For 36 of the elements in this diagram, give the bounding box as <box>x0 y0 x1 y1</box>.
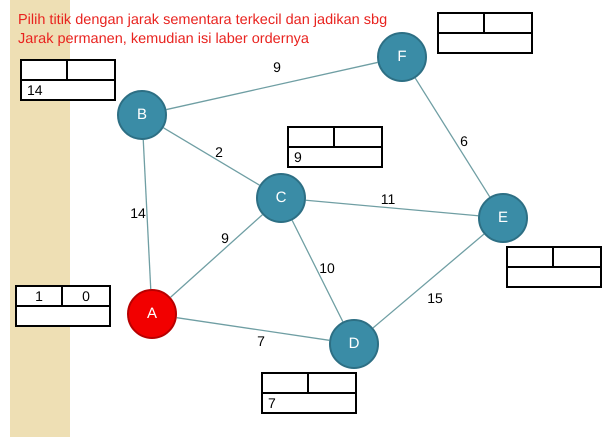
edge-weight: 14 <box>130 206 146 220</box>
edge-weight: 6 <box>460 134 468 148</box>
edge-line <box>163 127 260 186</box>
cell-value: 1 <box>35 289 43 303</box>
node-letter: C <box>276 188 286 208</box>
cell-value: 14 <box>27 83 43 97</box>
edge-line <box>166 62 378 110</box>
node-letter: F <box>397 46 407 67</box>
label-table <box>287 126 383 168</box>
node-letter: D <box>348 334 360 354</box>
node-letter: B <box>136 104 147 125</box>
edge-line <box>176 317 330 341</box>
label-table <box>437 12 533 54</box>
instruction-text: Pilih titik dengan jarak sementara terkecil dan jadikan sbg Jarak permanen, kemudian isi laber ordernya <box>18 11 388 49</box>
edge-weight: 9 <box>221 231 229 245</box>
label-table <box>15 285 111 327</box>
edge-weight: 10 <box>319 261 335 275</box>
edge-weight: 9 <box>273 60 281 74</box>
edge-line <box>142 140 152 290</box>
label-table <box>506 246 602 288</box>
label-table <box>261 372 357 414</box>
label-table <box>20 59 116 101</box>
edge-line <box>306 200 478 216</box>
edge-weight: 2 <box>215 145 223 159</box>
cell-value: 7 <box>268 396 276 410</box>
node-letter: A <box>146 304 157 324</box>
edge-weight: 15 <box>427 291 443 305</box>
cell-value: 0 <box>82 289 90 303</box>
edge-weight: 11 <box>380 192 396 206</box>
edge-line <box>170 214 263 298</box>
edge-line <box>292 220 344 322</box>
edge-line <box>372 234 484 328</box>
edge-weight: 7 <box>257 334 265 348</box>
node-letter: E <box>498 208 508 228</box>
edge-line <box>414 78 490 198</box>
cell-value: 9 <box>294 150 302 164</box>
